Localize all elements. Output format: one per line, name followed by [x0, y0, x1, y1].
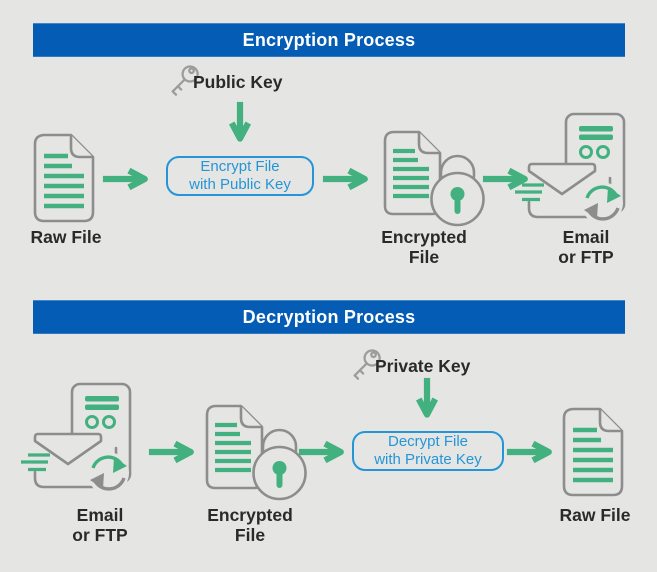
arrow-right-icon	[322, 167, 374, 191]
arrow-right-icon	[148, 440, 200, 464]
email-ftp-label: Email or FTP	[72, 505, 128, 545]
decrypt-box-line1: Decrypt File	[387, 432, 469, 450]
decrypt-process-box: Decrypt File with Private Key	[352, 431, 504, 471]
arrow-right-icon	[298, 440, 350, 464]
encryption-banner-title: Encryption Process	[242, 29, 416, 50]
encrypted-file-label: Encrypted File	[381, 227, 467, 267]
encrypted-file-icon	[382, 130, 488, 230]
arrow-down-icon	[416, 376, 438, 422]
encrypt-box-line1: Encrypt File	[200, 157, 280, 175]
decryption-banner: Decryption Process	[33, 300, 625, 334]
public-key-label: Public Key	[168, 64, 282, 100]
raw-file-icon	[561, 406, 625, 498]
decrypt-box-line2: with Private Key	[374, 451, 482, 468]
raw-file-icon	[32, 132, 96, 224]
encryption-banner: Encryption Process	[33, 23, 625, 57]
arrow-down-icon	[229, 100, 251, 146]
private-key-text: Private Key	[375, 355, 471, 376]
public-key-text: Public Key	[193, 71, 283, 92]
arrow-right-icon	[506, 440, 558, 464]
encrypted-file-icon	[204, 404, 310, 504]
email-ftp-label: Email or FTP	[558, 227, 614, 267]
decryption-banner-title: Decryption Process	[242, 306, 416, 327]
raw-file-label: Raw File	[30, 227, 102, 247]
encrypted-file-label: Encrypted File	[207, 505, 293, 545]
email-ftp-icon	[514, 112, 634, 236]
raw-file-label: Raw File	[559, 505, 631, 525]
private-key-label: Private Key	[350, 348, 470, 384]
email-ftp-icon	[20, 382, 140, 506]
encrypt-box-line2: with Public Key	[189, 176, 291, 193]
arrow-right-icon	[102, 167, 154, 191]
encrypt-process-box: Encrypt File with Public Key	[166, 156, 314, 196]
